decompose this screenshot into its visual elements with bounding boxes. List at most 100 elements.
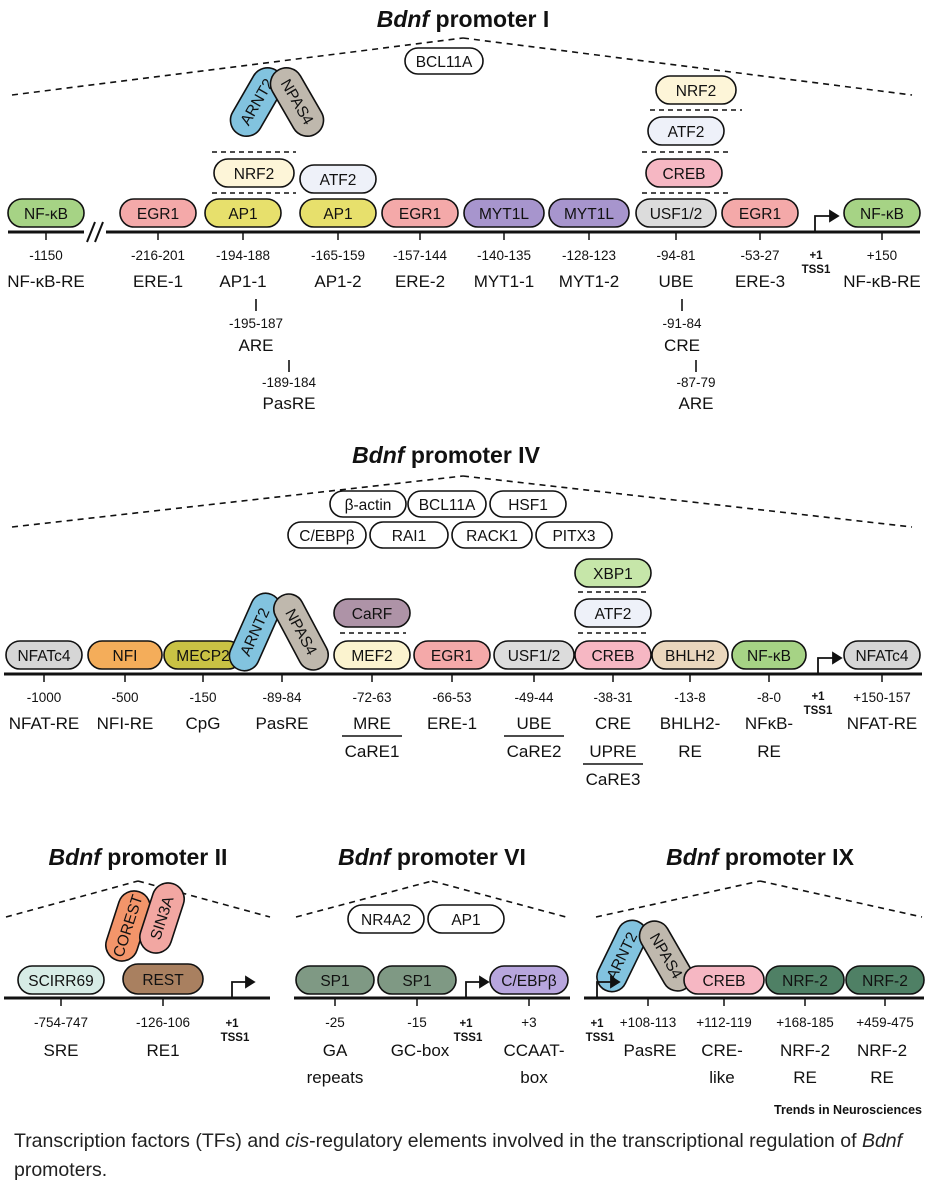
svg-text:ATF2: ATF2 (668, 124, 705, 141)
svg-text:NRF-2: NRF-2 (862, 973, 908, 990)
p9-ticks (647, 999, 886, 1006)
svg-text:HSF1: HSF1 (508, 497, 548, 514)
svg-text:C/EBPβ: C/EBPβ (299, 528, 355, 545)
p4-top-beta-actin: β-actin (329, 490, 407, 518)
p1-subsite-pos: -195-187 (229, 316, 283, 331)
p9-factor-nrf2-1: NRF-2 (765, 965, 845, 995)
svg-text:MEF2: MEF2 (351, 648, 392, 665)
svg-text:XBP1: XBP1 (593, 566, 633, 583)
svg-text:AP1: AP1 (451, 912, 480, 929)
p4-factor-usf: USF1/2 (493, 640, 575, 670)
p1-site-name: ERE-1 (133, 272, 183, 291)
p1-site-pos: -140-135 (477, 248, 531, 263)
svg-text:SP1: SP1 (320, 973, 349, 990)
p1-nrf2-stack: NRF2 (655, 75, 737, 105)
p2-site-pos: -126-106 (136, 1015, 190, 1030)
promoter1-dashed-bracket (11, 37, 913, 96)
p1-atf2-above-ap1-2: ATF2 (299, 164, 377, 194)
p4-ticks (43, 675, 883, 682)
p2-factor-rest: REST (122, 963, 204, 995)
p1-tss-plus: +1 (809, 250, 823, 262)
p4-factor-mef2: MEF2 (333, 640, 411, 670)
p1-factor-myt1l-1: MYT1L (463, 198, 545, 228)
p1-subsite-name: CRE (664, 336, 700, 355)
p4-tss-label: TSS1 (804, 705, 833, 717)
svg-text:BCL11A: BCL11A (416, 54, 473, 71)
p1-site-name: NF-κB-RE (7, 272, 84, 291)
p4-npas4: NPAS4 (272, 593, 330, 671)
p4-top-bcl11a: BCL11A (407, 490, 487, 518)
svg-text:AP1: AP1 (228, 206, 257, 223)
p1-factor-egr1-2: EGR1 (381, 198, 459, 228)
p1-factor-usf: USF1/2 (635, 198, 717, 228)
p6-top-ap1: AP1 (427, 904, 505, 934)
p2-site-name: SRE (44, 1041, 79, 1060)
p4-tss-arrow (817, 651, 843, 674)
p6-ticks (334, 999, 530, 1006)
svg-text:NRF2: NRF2 (234, 166, 274, 183)
p9-site-pos: +108-113 (620, 1015, 676, 1030)
p1-site-pos: -1150 (29, 248, 63, 263)
p9-site-pos: +168-185 (776, 1015, 833, 1030)
p1-site-pos: -53-27 (740, 248, 779, 263)
p1-factor-ap1-2: AP1 (299, 198, 377, 228)
p1-site-name: MYT1-2 (559, 272, 619, 291)
p4-xbp1: XBP1 (574, 558, 652, 588)
p1-site-name: AP1-1 (219, 272, 266, 291)
p1-factor-nfkb-2: NF-κB (843, 198, 921, 228)
p1-site-name: AP1-2 (314, 272, 361, 291)
p4-factor-nfi: NFI (87, 640, 163, 670)
p6-factor-sp1-2: SP1 (377, 965, 457, 995)
p9-site-name: NRF-2 (780, 1041, 830, 1060)
p6-tss-label: TSS1 (454, 1032, 483, 1044)
p6-tss-plus: +1 (459, 1018, 473, 1030)
p4-factor-mecp2: MECP2 (163, 640, 243, 670)
p4-site-name: NFAT-RE (9, 714, 80, 733)
p4-site-name: CpG (186, 714, 221, 733)
svg-text:ATF2: ATF2 (595, 606, 632, 623)
p1-site-pos: +150 (867, 248, 897, 263)
p2-factor-sin3a: SIN3A (139, 882, 185, 954)
p1-dash-ap1 (212, 151, 296, 194)
p1-factor-ap1-1: AP1 (204, 198, 282, 228)
figure-caption: Transcription factors (TFs) and cis-regu… (14, 1130, 903, 1181)
p9-site-name: NRF-2 (857, 1041, 907, 1060)
p4-site-name: ERE-1 (427, 714, 477, 733)
p6-factor-cebpb: C/EBPβ (489, 965, 569, 995)
p4-top-rai1: RAI1 (369, 521, 449, 549)
p4-site-pos: -72-63 (352, 690, 391, 705)
p6-site-name2: repeats (307, 1068, 364, 1087)
p4-site-pos: -13-8 (674, 690, 706, 705)
svg-text:MYT1L: MYT1L (479, 206, 529, 223)
svg-text:ATF2: ATF2 (320, 172, 357, 189)
p6-site-pos: +3 (521, 1015, 536, 1030)
p6-site-name: GA (323, 1041, 348, 1060)
p4-site-name: NFκB- (745, 714, 793, 733)
p6-tss-arrow (465, 975, 490, 998)
promoter9-title: Bdnf promoter IX (666, 844, 854, 870)
p9-factor-creb: CREB (683, 965, 765, 995)
svg-text:AP1: AP1 (323, 206, 352, 223)
p4-site-name: CRE (595, 714, 631, 733)
p4-factor-creb: CREB (574, 640, 652, 670)
p4-site-pos: -500 (111, 690, 138, 705)
p1-site-pos: -128-123 (562, 248, 616, 263)
p6-site-name2: box (520, 1068, 548, 1087)
p1-tss-arrow (814, 209, 840, 232)
p9-tss-arrow (596, 975, 621, 998)
p4-site-pos: -38-31 (593, 690, 632, 705)
p9-site-name: PasRE (624, 1041, 677, 1060)
svg-text:NFATc4: NFATc4 (855, 648, 908, 665)
p1-break-mark (86, 221, 104, 243)
p6-site-name: GC-box (391, 1041, 450, 1060)
svg-text:CREB: CREB (662, 166, 705, 183)
p1-subsite-name: ARE (239, 336, 274, 355)
svg-text:MECP2: MECP2 (176, 648, 229, 665)
p1-site-pos: -94-81 (656, 248, 695, 263)
p1-factor-egr1-3: EGR1 (721, 198, 799, 228)
p4-atf2: ATF2 (574, 598, 652, 628)
p1-subsite-pos: -87-79 (676, 375, 715, 390)
p1-site-name: ERE-3 (735, 272, 785, 291)
svg-text:SP1: SP1 (402, 973, 431, 990)
p2-tss-label: TSS1 (221, 1032, 250, 1044)
